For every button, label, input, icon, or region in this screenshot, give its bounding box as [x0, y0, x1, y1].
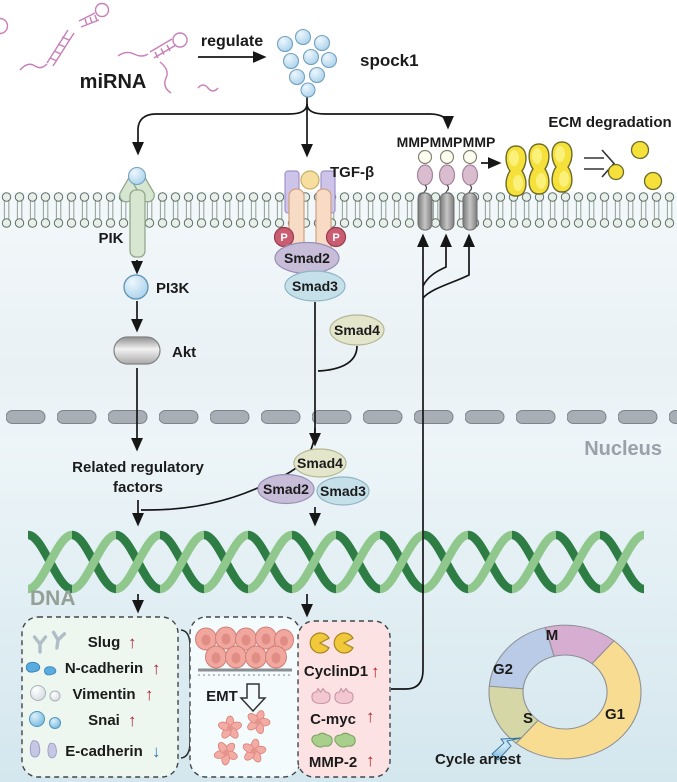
lavender-blob-icon: [47, 742, 57, 759]
cycle-g2-label: G2: [493, 661, 513, 678]
cell-membrane: [0, 192, 677, 228]
related-factors-line1: Related regulatory: [72, 459, 204, 476]
nucleus-label: Nucleus: [584, 438, 662, 460]
marker-label-ncadherin: N-cadherin: [65, 660, 143, 677]
blue-blob-icon: [25, 661, 41, 673]
akt-icon: [113, 336, 161, 365]
phospho-right-icon: [325, 226, 347, 248]
emt-box: EMT: [189, 616, 301, 778]
ncadherin-up-arrow: ↑: [152, 659, 161, 678]
smad4-label: Smad4: [334, 322, 380, 338]
cyclind1-up-arrow: ↑: [371, 662, 380, 681]
target-label-cmyc: C-myc: [310, 711, 356, 728]
blue-sphere-icon: [29, 711, 45, 727]
cmyc-up-arrow: ↑: [366, 707, 375, 726]
cycle-g1-label: G1: [605, 706, 625, 723]
tgfb-ligand-icon: [300, 170, 320, 190]
related-factors-line2: factors: [113, 479, 163, 496]
mmp-label-2: MMP: [430, 134, 463, 150]
mmp-label-1: MMP: [397, 134, 430, 150]
mmp-branch-arrow-3: [422, 233, 475, 299]
cell-cycle-ring: [488, 624, 642, 760]
spock1-molecules-icon: [276, 28, 338, 98]
smad3-label: Smad3: [292, 278, 338, 294]
blue-sphere-icon: [49, 717, 61, 729]
slug-up-arrow: ↑: [128, 633, 137, 652]
degradation-double-arrow-icon: [584, 149, 616, 178]
ecadherin-down-arrow: ↓: [152, 742, 161, 761]
cycle-s-label: S: [523, 710, 533, 727]
cycle-arrest-label: Cycle arrest: [435, 751, 521, 768]
marker-label-vimentin: Vimentin: [72, 686, 135, 703]
mmp-branch-arrow-2: [422, 233, 452, 287]
emt-down-arrow-icon: [239, 683, 267, 713]
nuclear-smad4-label: Smad4: [297, 455, 343, 471]
blue-blob-icon: [44, 666, 57, 676]
tgfb-label: TGF-β: [330, 164, 374, 181]
pathway-connectors: [131, 51, 502, 690]
degraded-ecm-icon: [607, 140, 663, 191]
ecm-degradation-label: ECM degradation: [548, 114, 671, 131]
spock1-label: spock1: [360, 51, 419, 70]
akt-label: Akt: [172, 344, 196, 361]
blob-green-icon: [311, 732, 333, 748]
ecm-blobs-icon: [505, 141, 573, 197]
nuclear-smad2-label: Smad2: [263, 481, 309, 497]
cycle-m-label: M: [546, 627, 559, 644]
nuclear-smad3-label: Smad3: [320, 483, 366, 499]
white-sphere-icon: [30, 685, 46, 701]
smad2-label: Smad2: [284, 250, 330, 266]
marker-label-ecadherin: E-cadherin: [65, 743, 143, 760]
dna-label: DNA: [30, 587, 76, 610]
emt-label: EMT: [206, 688, 238, 705]
blob-green-icon: [334, 732, 356, 748]
pik-receptor-icon: [119, 166, 155, 258]
target-label-mmp2: MMP-2: [309, 754, 357, 771]
regulate-label: regulate: [201, 33, 263, 50]
phospho-right-label: P: [332, 232, 339, 244]
marker-label-slug: Slug: [88, 634, 121, 651]
smad4-protein: [329, 314, 385, 346]
lavender-blob-icon: [29, 740, 41, 758]
phospho-left-icon: [273, 226, 295, 248]
white-sphere-icon: [49, 690, 61, 702]
targets-to-mmp-line: [391, 233, 429, 690]
mirna-label: miRNA: [80, 71, 147, 93]
cycle-segment-m: [544, 624, 615, 665]
cycle-segment-g1: [515, 640, 642, 760]
spock1-to-mmp-arrow: [306, 103, 454, 130]
target-box: CyclinD1 ↑ C-myc ↑ MMP-2 ↑: [297, 620, 391, 778]
mmp2-up-arrow: ↑: [366, 751, 375, 770]
epithelial-cells-icon: [195, 626, 294, 676]
pik-ligand-icon: [127, 166, 147, 186]
mmp-label-3: MMP: [463, 134, 496, 150]
pik-label: PIK: [98, 230, 123, 247]
target-label-cyclind1: CyclinD1: [304, 663, 368, 680]
marker-label-snai: Snai: [88, 712, 120, 729]
phospho-left-label: P: [280, 232, 287, 244]
pi3k-icon: [123, 274, 149, 300]
vimentin-up-arrow: ↑: [145, 685, 154, 704]
smad4-join-curve: [317, 345, 358, 372]
pi3k-label: PI3K: [156, 280, 190, 297]
nuclear-membrane: [0, 410, 677, 424]
nuclear-smad-complex: Smad4 Smad2 Smad3: [257, 448, 370, 506]
snai-up-arrow: ↑: [128, 711, 137, 730]
spock1-to-pik-arrow: [132, 103, 308, 156]
smad3-protein: [284, 270, 346, 302]
cycle-arrest-cursor-icon: [491, 737, 522, 761]
mirna-icon: [0, 2, 219, 94]
marker-box: Slug ↑ N-cadherin ↑ Vimentin ↑ Snai ↑ E-…: [21, 616, 179, 778]
